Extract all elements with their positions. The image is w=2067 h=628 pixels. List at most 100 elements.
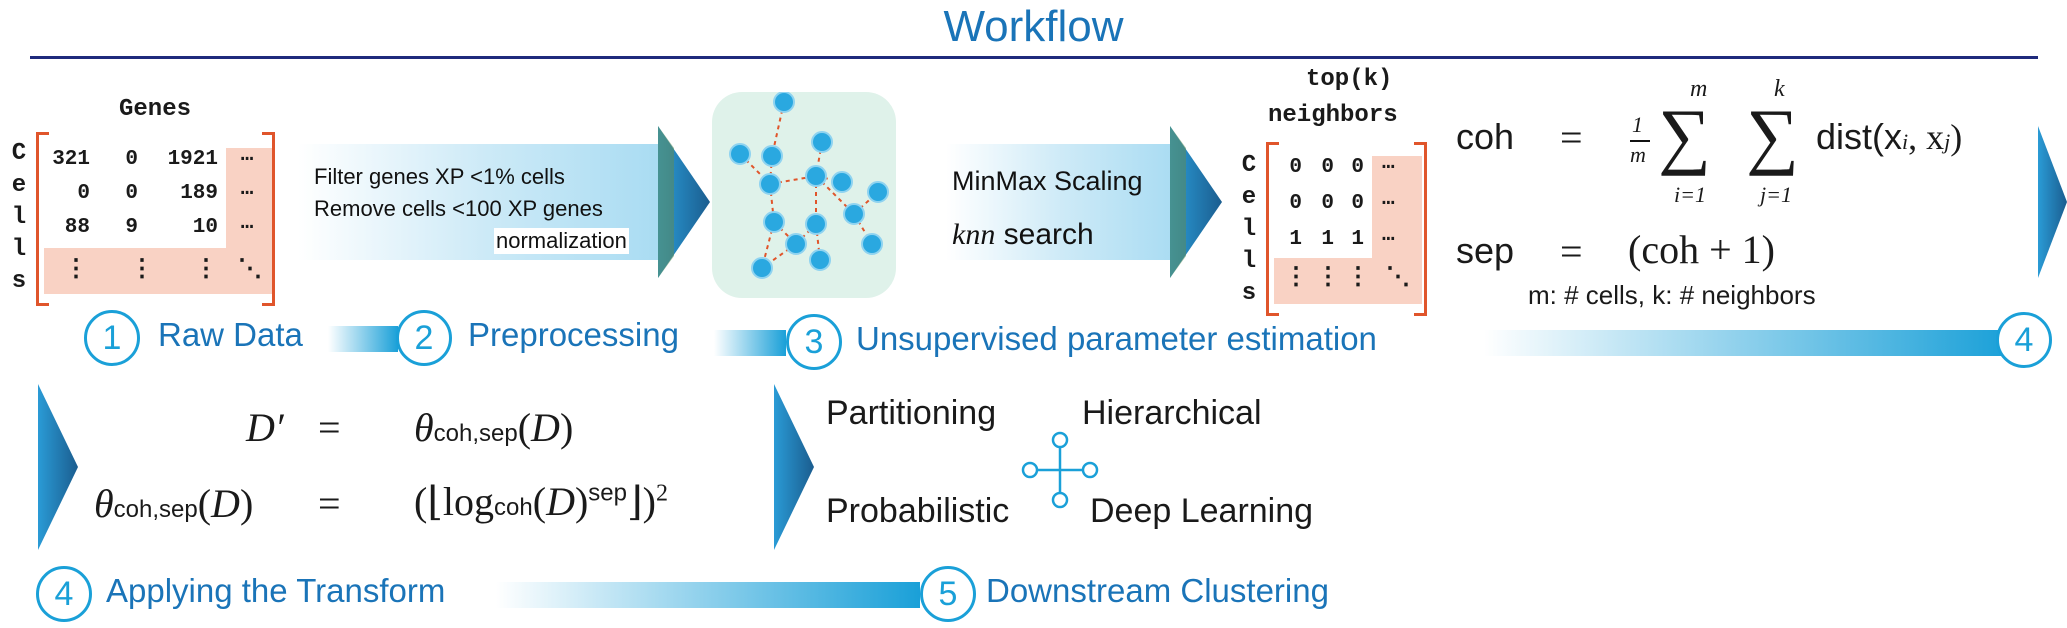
step-label: Downstream Clustering bbox=[986, 572, 1329, 609]
knn-axis-letter: l bbox=[1241, 248, 1257, 275]
graph-node bbox=[843, 203, 865, 225]
raw-cell: ⋱ bbox=[238, 257, 262, 284]
knn-bracket-right bbox=[1414, 142, 1427, 316]
raw-cell: ⋮ bbox=[130, 257, 154, 284]
preprocessing-line: Filter genes XP <1% cells bbox=[314, 164, 565, 189]
graph-node bbox=[809, 249, 831, 271]
knn-cell: 0 bbox=[1321, 192, 1334, 215]
graph-node bbox=[761, 145, 783, 167]
knn-axis-letter: C bbox=[1241, 152, 1257, 179]
step-label: Applying the Transform bbox=[106, 572, 446, 609]
row1-end-arrow bbox=[2038, 126, 2067, 278]
workflow-title: Workflow bbox=[943, 2, 1124, 51]
transform-line1-lhs: D′ bbox=[246, 405, 284, 450]
step-circle: 4 bbox=[36, 566, 92, 622]
cluster-method: Partitioning bbox=[826, 394, 997, 432]
connector-bar bbox=[714, 330, 786, 356]
transform-line2-lhs: θcoh,sep(D) bbox=[94, 481, 254, 526]
raw-matrix-header: Genes bbox=[118, 96, 191, 123]
graph-node bbox=[759, 173, 781, 195]
cluster-hub-icon bbox=[1021, 431, 1099, 509]
step-circle: 3 bbox=[786, 314, 842, 370]
sum2-top: k bbox=[1774, 76, 1785, 102]
raw-cell: 0 bbox=[125, 182, 138, 205]
dist-term: dist(xi, xj) bbox=[1816, 116, 1963, 157]
transform-line1-rhs: θcoh,sep(D) bbox=[414, 405, 574, 450]
knn-header-top: top(k) bbox=[1306, 66, 1393, 93]
knn-cell: 0 bbox=[1289, 156, 1302, 179]
dist-label: dist(x bbox=[1816, 116, 1903, 157]
graph-node bbox=[811, 131, 833, 153]
raw-cell: ⋮ bbox=[194, 257, 218, 284]
transform-line1-eq: = bbox=[318, 405, 341, 450]
connector-bar bbox=[1484, 330, 2008, 356]
estimation-arrow bbox=[946, 126, 1222, 278]
knn-cell: … bbox=[1382, 152, 1395, 175]
sep-rhs: (coh + 1) bbox=[1628, 227, 1775, 272]
raw-cell: 9 bbox=[125, 216, 138, 239]
raw-matrix: C e l l s 321 0 1921 … 0 0 189 … 88 9 10… bbox=[8, 130, 278, 306]
cluster-method: Deep Learning bbox=[1090, 492, 1314, 530]
raw-cell: ⋮ bbox=[64, 257, 88, 284]
raw-axis-letter: s bbox=[11, 268, 27, 295]
coh-lhs: coh bbox=[1456, 116, 1515, 157]
knn-cell: 0 bbox=[1321, 156, 1334, 179]
sum2-bot: j=1 bbox=[1760, 182, 1792, 207]
knn-cell: 0 bbox=[1351, 192, 1364, 215]
transform-line2-eq: = bbox=[318, 481, 341, 526]
knn-axis-letter: e bbox=[1241, 184, 1257, 211]
transform-line2-rhs: (⌊logcoh(D)sep⌋)2 bbox=[414, 479, 668, 524]
step-circle: 2 bbox=[396, 310, 452, 366]
raw-cell: … bbox=[240, 212, 254, 235]
step-label: Raw Data bbox=[158, 316, 303, 353]
transform-arrow bbox=[774, 384, 814, 550]
graph-node bbox=[773, 92, 795, 113]
knn-header-bottom: neighbors bbox=[1268, 102, 1398, 129]
graph-node bbox=[785, 233, 807, 255]
knn-matrix: C e l l s 0 0 0 … 0 0 0 … 1 1 1 … ⋮ ⋮ ⋮ … bbox=[1238, 140, 1438, 316]
formula-legend: m: # cells, k: # neighbors bbox=[1528, 280, 1816, 310]
knn-italic: knn bbox=[952, 218, 996, 251]
graph-node bbox=[763, 211, 785, 233]
sep-eq: = bbox=[1560, 229, 1583, 274]
knn-cell: … bbox=[1382, 224, 1395, 247]
knn-cell: ⋮ bbox=[1346, 265, 1370, 292]
step-circle: 1 bbox=[84, 310, 140, 366]
graph-node bbox=[861, 233, 883, 255]
raw-axis-letter: l bbox=[11, 204, 27, 231]
knn-cell: 1 bbox=[1351, 228, 1364, 251]
step-label: Preprocessing bbox=[468, 316, 679, 353]
raw-cell: 0 bbox=[125, 148, 138, 171]
raw-cell: … bbox=[240, 178, 254, 201]
graph-node bbox=[805, 165, 827, 187]
sum1-sigma: ∑ bbox=[1658, 95, 1711, 177]
neighbor-graph bbox=[729, 92, 889, 279]
knn-cell: ⋱ bbox=[1386, 265, 1410, 292]
row2-start-arrow bbox=[38, 384, 78, 550]
graph-node bbox=[751, 257, 773, 279]
knn-cell: 1 bbox=[1289, 228, 1302, 251]
frac-den: m bbox=[1630, 142, 1646, 167]
preprocessing-line: normalization bbox=[494, 228, 629, 254]
title-underline bbox=[30, 56, 2038, 59]
frac-bar bbox=[1630, 140, 1650, 142]
knn-cell: 0 bbox=[1289, 192, 1302, 215]
connector-bar bbox=[328, 326, 398, 352]
raw-bracket-left bbox=[36, 132, 49, 306]
graph-node bbox=[867, 181, 889, 203]
step-circle: 5 bbox=[920, 566, 976, 622]
sum2-sigma: ∑ bbox=[1746, 95, 1799, 177]
knn-cell: ⋮ bbox=[1284, 265, 1308, 292]
knn-axis-letter: l bbox=[1241, 216, 1257, 243]
sum1-top: m bbox=[1690, 76, 1708, 102]
step-label: Unsupervised parameter estimation bbox=[856, 320, 1377, 357]
connector-bar bbox=[496, 582, 920, 608]
raw-cell: 88 bbox=[64, 216, 90, 239]
cluster-method: Probabilistic bbox=[826, 492, 1010, 530]
sep-lhs: sep bbox=[1456, 230, 1515, 271]
raw-cell: 321 bbox=[52, 148, 90, 171]
graph-node bbox=[805, 213, 827, 235]
knn-cell: 0 bbox=[1351, 156, 1364, 179]
frac-num: 1 bbox=[1632, 112, 1643, 137]
raw-axis-letter: l bbox=[11, 236, 27, 263]
